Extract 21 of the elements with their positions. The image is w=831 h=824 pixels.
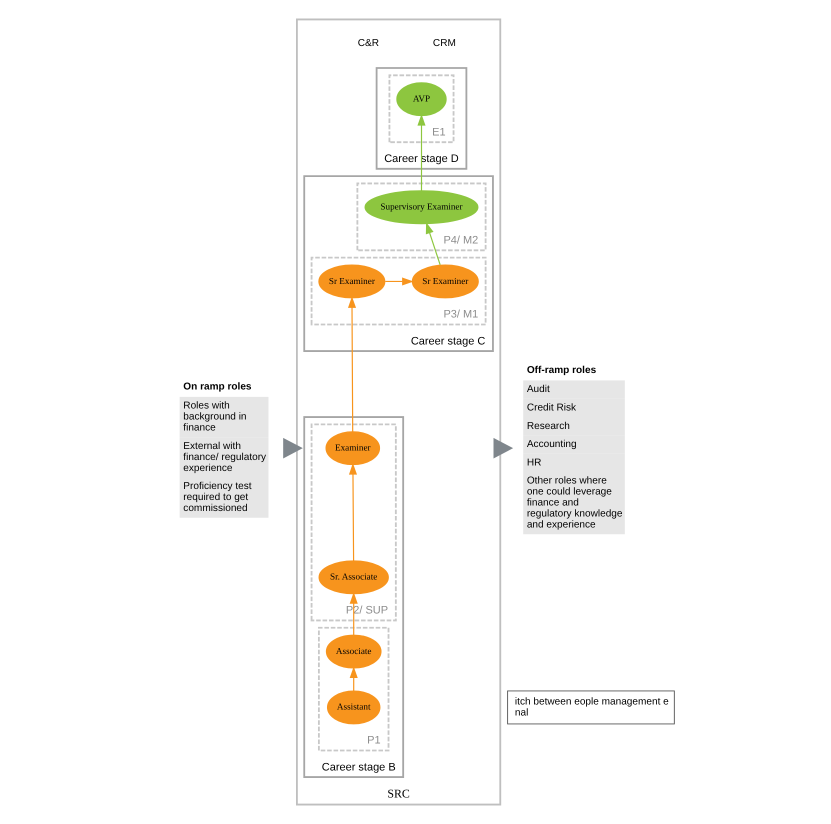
node-ellipse: Supervisory Examiner (364, 190, 478, 224)
node-ellipse: Assistant (326, 690, 380, 724)
node-ellipse: Sr Examiner (318, 264, 385, 298)
node-ellipse: AVP (396, 82, 446, 116)
arrow (384, 277, 414, 286)
arrow (349, 666, 358, 691)
node-label: On ramp roles (182, 381, 252, 392)
label: CRM (432, 38, 456, 49)
arrow (416, 114, 426, 191)
arrow (347, 296, 356, 432)
arrow (493, 438, 513, 458)
arrow (348, 463, 357, 561)
node-ellipse: Examiner (325, 431, 380, 466)
node-ellipse: Sr Examiner (411, 264, 478, 298)
arrow (425, 222, 440, 266)
node-ellipse: Sr. Associate (318, 560, 388, 594)
node-label: Off-ramp roles (526, 364, 596, 376)
arrow (282, 438, 302, 458)
node-ellipse: Associate (325, 634, 382, 668)
label: C&R (357, 38, 378, 49)
node-box: itch between eople management e nal (506, 690, 674, 724)
